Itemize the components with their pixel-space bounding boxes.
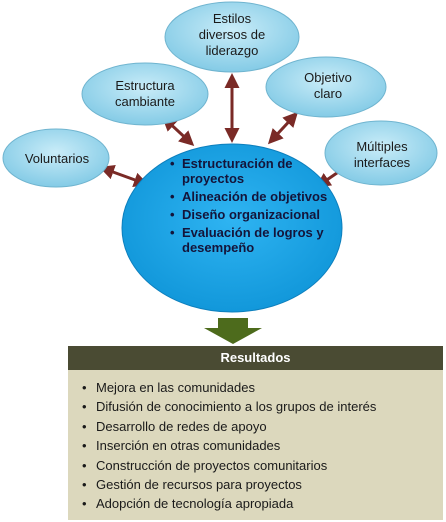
node-multiples-label: Múltiples interfaces bbox=[353, 139, 411, 170]
node-objetivo-label: Objetivo claro bbox=[304, 70, 352, 101]
core-item: Evaluación de logros y desempeño bbox=[170, 225, 338, 255]
results-item: Adopción de tecnología apropiada bbox=[82, 494, 443, 514]
node-estructura-shape bbox=[81, 62, 209, 126]
node-objetivo-shape bbox=[265, 56, 387, 118]
node-voluntarios-shape bbox=[2, 128, 110, 188]
arrow-objetivo bbox=[267, 111, 299, 145]
core-item: Diseño organizacional bbox=[170, 207, 338, 222]
results-item: Inserción en otras comunidades bbox=[82, 436, 443, 456]
node-estilos-label: Estilos diversos de liderazgo bbox=[198, 11, 266, 58]
node-multiples-shape bbox=[324, 120, 438, 186]
down-arrow-icon bbox=[204, 318, 262, 344]
arrow-voluntarios bbox=[99, 165, 149, 187]
results-panel: Mejora en las comunidades Difusión de co… bbox=[68, 370, 443, 520]
core-list: Estructuración de proyectos Alineación d… bbox=[170, 156, 338, 258]
core-item: Alineación de objetivos bbox=[170, 189, 338, 204]
core-item: Estructuración de proyectos bbox=[170, 156, 338, 186]
results-item: Gestión de recursos para proyectos bbox=[82, 475, 443, 495]
results-item: Desarrollo de redes de apoyo bbox=[82, 417, 443, 437]
node-estructura-label: Estructura cambiante bbox=[115, 78, 175, 109]
node-estilos-shape bbox=[164, 1, 300, 73]
node-voluntarios-label: Voluntarios bbox=[24, 151, 90, 166]
results-title: Resultados bbox=[68, 346, 443, 370]
results-item: Construcción de proyectos comunitarios bbox=[82, 456, 443, 476]
results-item: Difusión de conocimiento a los grupos de… bbox=[82, 397, 443, 417]
results-item: Mejora en las comunidades bbox=[82, 378, 443, 398]
results-list: Mejora en las comunidades Difusión de co… bbox=[68, 370, 443, 514]
